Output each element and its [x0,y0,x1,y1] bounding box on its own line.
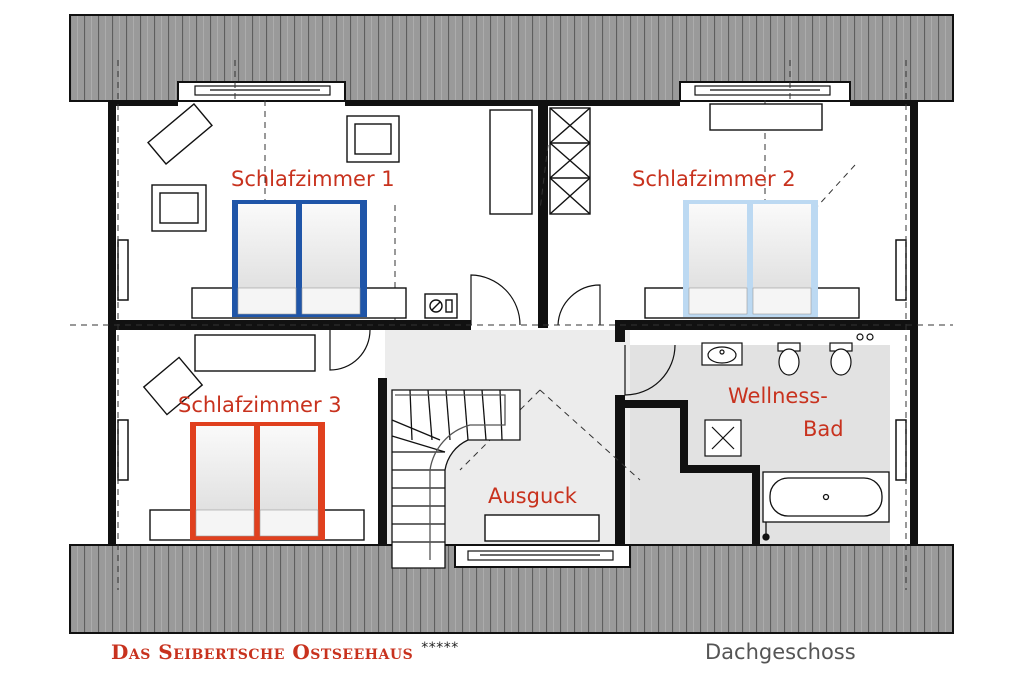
room-label-bedroom-3: Schlafzimmer 3 [178,393,342,417]
sink-icon [701,342,743,366]
bed-bedroom-1 [232,200,367,317]
room-label-bedroom-2: Schlafzimmer 2 [632,167,796,191]
rating-stars: ***** [421,640,459,656]
window-top-right [694,85,831,96]
doors [329,274,676,396]
brand-name: Das Seibertsche Ostseehaus [111,640,414,664]
bed-bedroom-2 [683,200,818,317]
shower-drain-icon [704,419,742,457]
room-label-wellness-line2: Bad [803,417,844,441]
staircase-icon [391,389,521,569]
room-label-lookout: Ausguck [488,484,578,508]
toilet-icon [777,333,874,376]
stove-icon [424,293,458,319]
window-bottom [467,550,614,561]
lookout-bench [484,514,600,542]
window-top-left [194,85,331,96]
room-label-wellness-line1: Wellness- [728,384,828,408]
bathtub-icon [762,471,890,541]
floor-name: Dachgeschoss [705,640,856,664]
brand-title: Das Seibertsche Ostseehaus ***** [111,640,459,664]
room-label-bedroom-1: Schlafzimmer 1 [231,167,395,191]
wardrobe-bedroom-2 [549,107,591,215]
bed-bedroom-3 [190,422,325,540]
